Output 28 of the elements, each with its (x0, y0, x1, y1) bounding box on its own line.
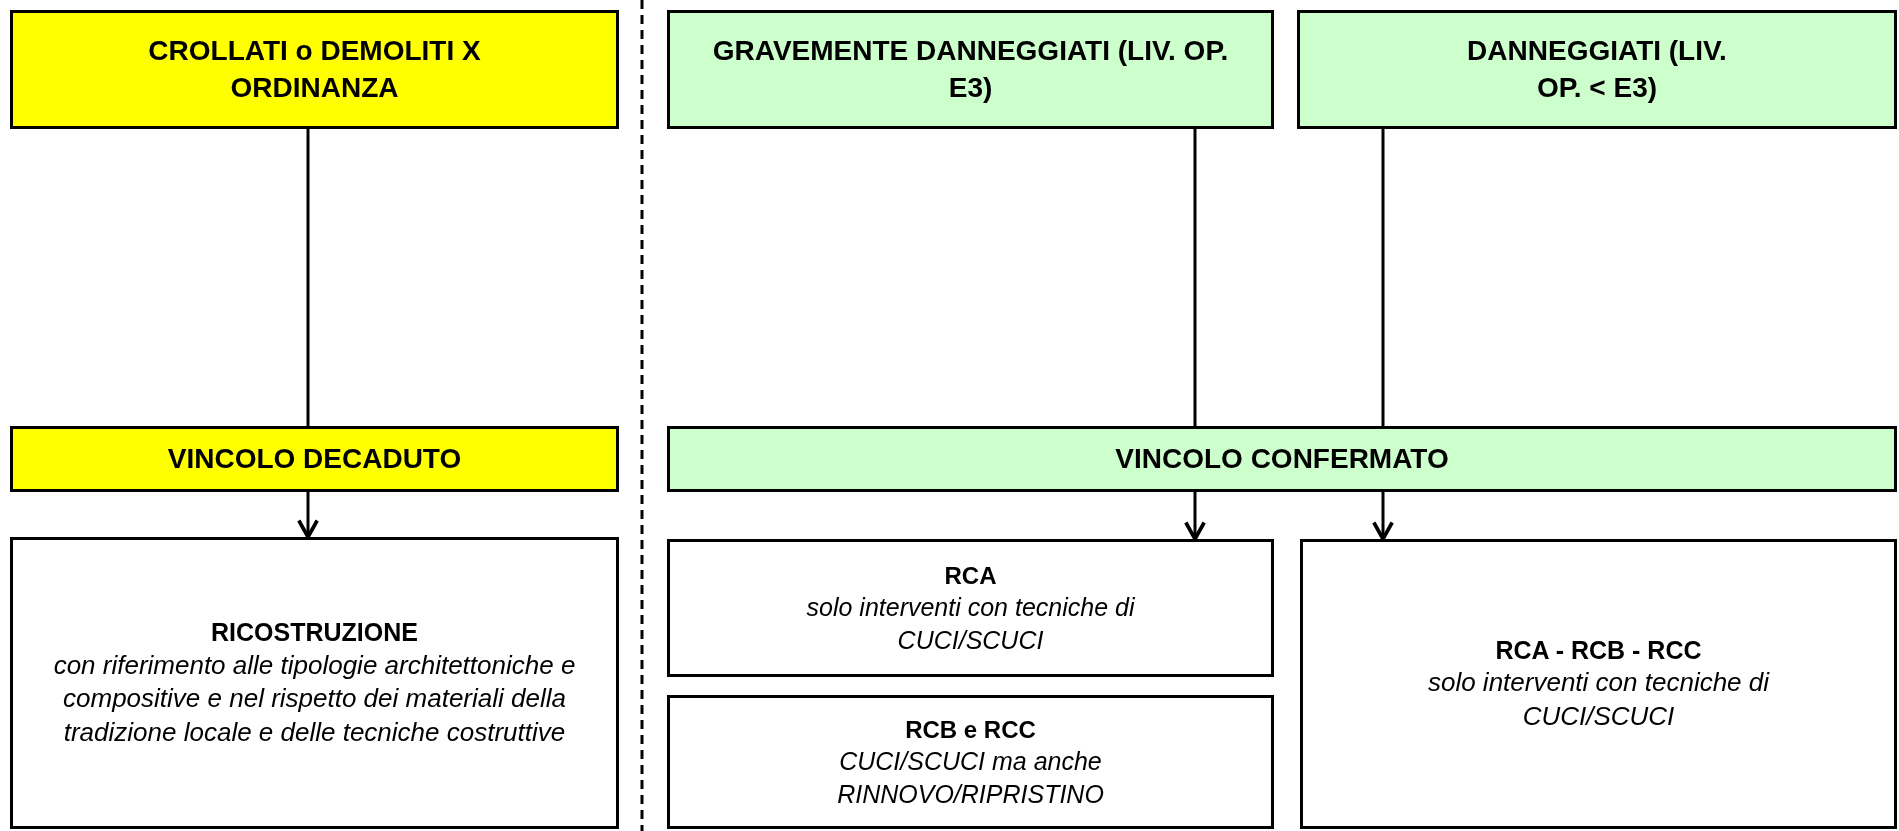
box-heading: VINCOLO CONFERMATO (1115, 441, 1449, 476)
box-description: solo interventi con tecniche di CUCI/SCUCI (805, 592, 1136, 656)
process-box (667, 426, 1897, 492)
process-box (10, 426, 619, 492)
box-heading: VINCOLO DECADUTO (167, 441, 462, 476)
process-box (667, 539, 1274, 677)
box-heading: CROLLATI o DEMOLITI X ORDINANZA (147, 34, 482, 105)
process-box (10, 537, 619, 829)
box-heading: RCB e RCC (905, 714, 1036, 745)
connector-line (1193, 129, 1197, 426)
box-heading: GRAVEMENTE DANNEGGIATI (LIV. OP. E3) (711, 34, 1230, 105)
box-heading: DANNEGGIATI (LIV. OP. < E3) (1466, 34, 1728, 105)
box-description: con riferimento alle tipologie architettoniche e compositive e nel rispetto dei materiali della tradizione locale e delle tecniche costruttive (52, 648, 577, 750)
connector-line (1381, 129, 1385, 426)
box-description: CUCI/SCUCI ma anche RINNOVO/RIPRISTINO (836, 746, 1105, 810)
arrow (297, 492, 319, 539)
arrow (1372, 492, 1394, 541)
box-heading: RCA - RCB - RCC (1495, 634, 1702, 666)
box-description: solo interventi con tecniche di CUCI/SCUCI (1426, 666, 1771, 734)
box-heading: RCA (944, 560, 997, 591)
process-box (667, 695, 1274, 829)
arrow (1184, 492, 1206, 541)
process-box (1300, 539, 1897, 829)
box-heading: RICOSTRUZIONE (211, 617, 418, 649)
connector-line (306, 129, 310, 426)
process-box (1297, 10, 1897, 129)
process-box (667, 10, 1274, 129)
process-box (10, 10, 619, 129)
